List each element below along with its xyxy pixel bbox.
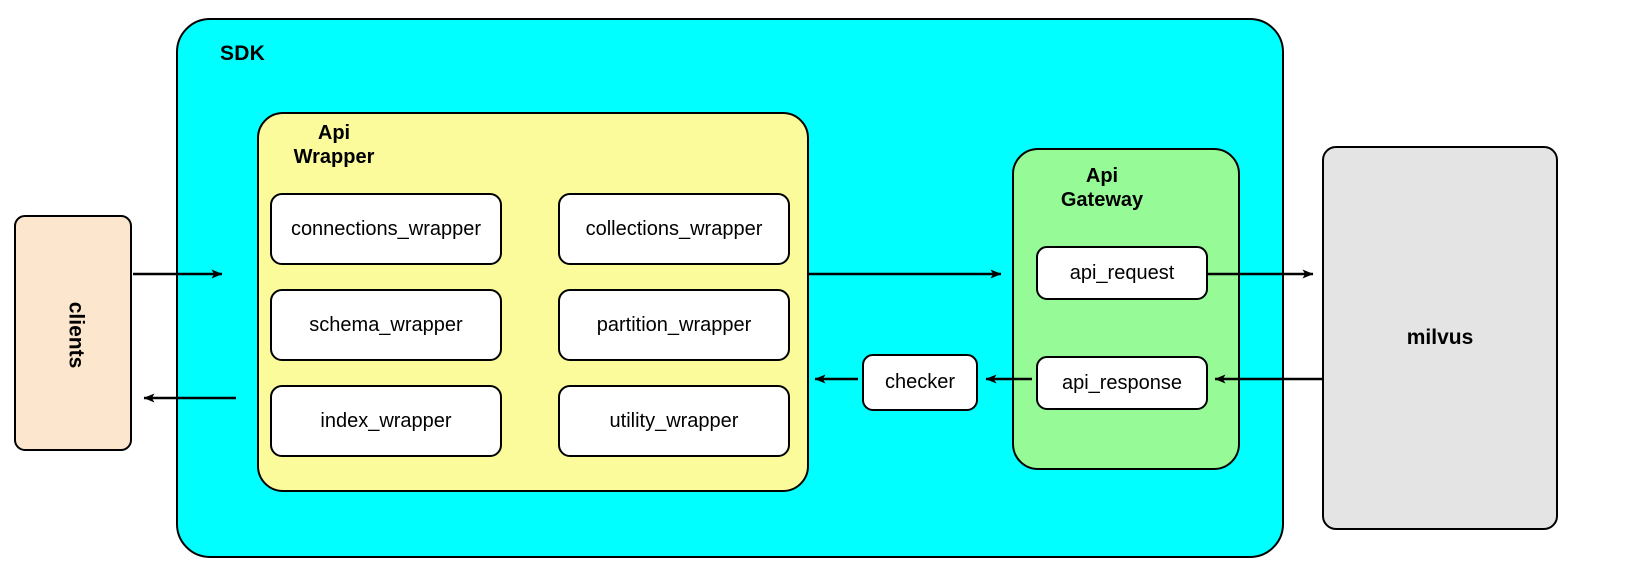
milvus-label: milvus — [1406, 326, 1474, 349]
card-collections-wrapper[interactable]: collections_wrapper — [558, 193, 790, 265]
clients-node[interactable]: clients — [14, 215, 132, 451]
api-gateway-title: Api Gateway — [1026, 164, 1178, 213]
sdk-title: SDK — [220, 42, 265, 65]
card-api-request[interactable]: api_request — [1036, 246, 1208, 300]
checker-label: checker — [884, 371, 956, 393]
card-label: partition_wrapper — [596, 313, 752, 336]
api-wrapper-title-line2: Wrapper — [293, 146, 375, 169]
api-gateway-title-line1: Api — [1085, 165, 1119, 187]
card-label: collections_wrapper — [585, 217, 763, 240]
clients-label-wrap: clients — [16, 217, 134, 453]
card-schema-wrapper[interactable]: schema_wrapper — [270, 289, 502, 361]
milvus-node[interactable]: milvus — [1322, 146, 1558, 530]
api-gateway-container[interactable]: Api Gateway api_request api_response — [1012, 148, 1240, 470]
sdk-container[interactable]: SDK Api Wrapper connections_wrapper coll… — [176, 18, 1284, 558]
card-label: utility_wrapper — [609, 409, 739, 432]
card-label: schema_wrapper — [309, 313, 463, 336]
checker-node[interactable]: checker — [862, 354, 978, 411]
card-label: api_response — [1061, 371, 1183, 394]
card-index-wrapper[interactable]: index_wrapper — [270, 385, 502, 457]
api-wrapper-container[interactable]: Api Wrapper connections_wrapper collecti… — [257, 112, 809, 492]
api-wrapper-title-line1: Api — [317, 122, 351, 144]
clients-label: clients — [64, 301, 87, 369]
card-api-response[interactable]: api_response — [1036, 356, 1208, 410]
api-wrapper-title: Api Wrapper — [274, 121, 394, 170]
card-connections-wrapper[interactable]: connections_wrapper — [270, 193, 502, 265]
card-label: api_request — [1069, 261, 1175, 284]
card-label: index_wrapper — [320, 409, 452, 432]
card-utility-wrapper[interactable]: utility_wrapper — [558, 385, 790, 457]
api-gateway-title-line2: Gateway — [1060, 189, 1144, 212]
card-label: connections_wrapper — [290, 217, 482, 240]
card-partition-wrapper[interactable]: partition_wrapper — [558, 289, 790, 361]
